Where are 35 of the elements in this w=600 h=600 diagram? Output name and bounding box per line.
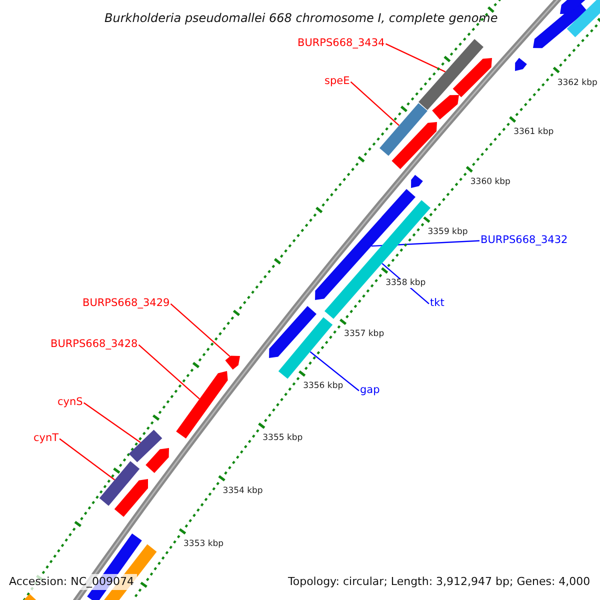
tick-label: 3359 kbp <box>428 228 468 238</box>
gene-label: BURPS668_3434 <box>298 38 385 50</box>
leader-line <box>138 344 200 400</box>
title: Burkholderia pseudomallei 668 chromosome I, complete genome <box>104 12 498 25</box>
leader-line <box>350 81 400 126</box>
tick-label: 3358 kbp <box>386 279 426 288</box>
leader-line <box>59 438 116 480</box>
gene-bar <box>418 39 484 110</box>
tick-label: 3353 kbp <box>184 540 224 550</box>
gene-label: BURPS668_3428 <box>50 339 138 351</box>
gene-feature <box>225 356 240 370</box>
gene-bar <box>380 103 428 156</box>
footer-text: Accession: NC_009074 <box>6 574 138 590</box>
leader-line <box>385 43 446 72</box>
gene-bar <box>128 430 162 462</box>
tick-label: 3354 kbp <box>222 486 263 496</box>
leader-line <box>310 351 360 392</box>
leader-line <box>83 402 141 443</box>
gene-label: cynS <box>58 397 83 409</box>
gene-label: cynT <box>34 433 59 445</box>
leader-line <box>170 303 230 357</box>
gene-bar <box>99 461 140 506</box>
gene-label: BURPS668_3429 <box>82 298 170 310</box>
gene-label: tkt <box>430 298 444 310</box>
tick-label: 3362 kbp <box>557 78 598 88</box>
gene-feature <box>176 371 228 438</box>
gene-bar <box>278 317 333 379</box>
gene-label: speE <box>324 76 350 88</box>
gene-label: BURPS668_3432 <box>480 235 568 247</box>
tick-label: 3361 kbp <box>514 128 554 138</box>
tick-label: 3356 kbp <box>303 382 344 392</box>
tick-label: 3360 kbp <box>470 178 510 188</box>
tick-label: 3355 kbp <box>262 434 303 444</box>
gene-label: gap <box>360 385 380 397</box>
tick-label: 3357 kbp <box>344 330 384 340</box>
